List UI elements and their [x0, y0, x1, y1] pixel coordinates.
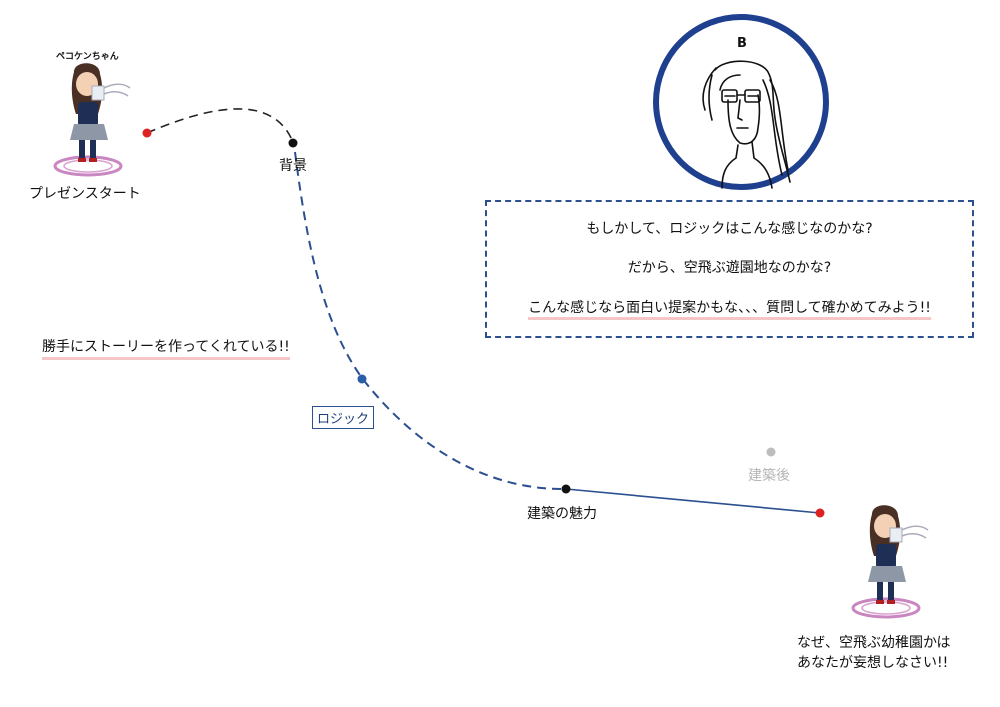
start-character-illustration [52, 58, 132, 180]
appeal-connector-line [565, 488, 821, 514]
label-logic: ロジック [312, 406, 375, 429]
appeal-node [561, 484, 571, 494]
label-appeal: 建築の魅力 [527, 506, 597, 522]
thought-line-1: もしかして、ロジックはこんな感じなのかな? [586, 221, 873, 237]
sketch-face-icon [702, 60, 791, 189]
thought-line-2: だから、空飛ぶ遊園地なのかな? [627, 260, 832, 276]
start-character-name: ペコケンちゃん [56, 52, 119, 62]
start-node [142, 128, 152, 138]
label-after: 建築後 [748, 468, 790, 484]
label-start: プレゼンスタート [29, 186, 141, 202]
after-node [766, 447, 776, 457]
thought-line-3: こんな感じなら面白い提案かもな、、、質問して確かめてみよう!! [528, 300, 931, 320]
girl-presenter-icon [851, 505, 929, 619]
end-character-illustration [850, 500, 934, 622]
label-background: 背景 [279, 158, 307, 174]
story-note: 勝手にストーリーを作ってくれている!! [42, 338, 290, 360]
girl-presenter-icon [53, 63, 131, 177]
start-connector-curve [146, 108, 293, 141]
background-node [288, 138, 298, 148]
end-message-line1: なぜ、空飛ぶ幼稚園かは [797, 635, 951, 651]
end-node [815, 508, 825, 518]
logic-path-curve [294, 151, 566, 491]
end-message-line2: あなたが妄想しなさい!! [797, 655, 949, 671]
thought-box: もしかして、ロジックはこんな感じなのかな? だから、空飛ぶ遊園地なのかな? こん… [485, 200, 974, 338]
avatar-letter: B [737, 36, 747, 51]
logic-node [357, 374, 367, 384]
